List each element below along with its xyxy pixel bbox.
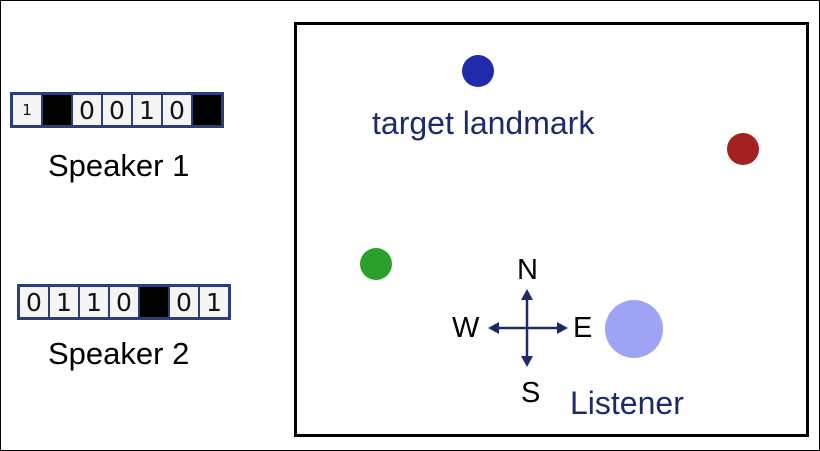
target-landmark bbox=[462, 55, 494, 87]
south-arrowhead bbox=[521, 356, 533, 367]
speaker-1-message: 1 0 0 1 0 bbox=[10, 92, 224, 128]
red-landmark bbox=[727, 133, 759, 165]
speaker-1-bit-masked bbox=[42, 94, 72, 126]
compass-south: S bbox=[521, 377, 541, 409]
compass-arrows bbox=[488, 289, 568, 367]
speaker-2-bit: 1 bbox=[79, 286, 109, 318]
listener-agent bbox=[605, 300, 663, 358]
green-landmark bbox=[360, 248, 392, 280]
target-landmark-label: target landmark bbox=[372, 105, 595, 141]
environment-box bbox=[294, 22, 809, 437]
speaker-2-bit: 0 bbox=[19, 286, 49, 318]
listener-label: Listener bbox=[570, 385, 684, 421]
compass-west: W bbox=[452, 312, 480, 344]
speaker-1-bit: 1 bbox=[12, 94, 42, 126]
speaker-2-bit: 1 bbox=[49, 286, 79, 318]
speaker-1-bit: 1 bbox=[132, 94, 162, 126]
speaker-1-bit: 0 bbox=[162, 94, 192, 126]
compass-north: N bbox=[517, 254, 538, 286]
speaker-2-bit-masked bbox=[139, 286, 169, 318]
speaker-2-label: Speaker 2 bbox=[48, 336, 190, 371]
speaker-2-bit: 0 bbox=[109, 286, 139, 318]
speaker-1-bit-masked bbox=[192, 94, 222, 126]
west-arrowhead bbox=[488, 322, 499, 334]
speaker-2-bit: 0 bbox=[169, 286, 199, 318]
north-arrowhead bbox=[521, 289, 533, 300]
speaker-1-label: Speaker 1 bbox=[48, 148, 190, 183]
speaker-1-bit: 0 bbox=[72, 94, 102, 126]
speaker-2-message: 0 1 1 0 0 1 bbox=[17, 284, 231, 320]
speaker-2-bit: 1 bbox=[199, 286, 229, 318]
speaker-1-bit: 0 bbox=[102, 94, 132, 126]
compass-east: E bbox=[573, 312, 593, 344]
east-arrowhead bbox=[557, 322, 568, 334]
